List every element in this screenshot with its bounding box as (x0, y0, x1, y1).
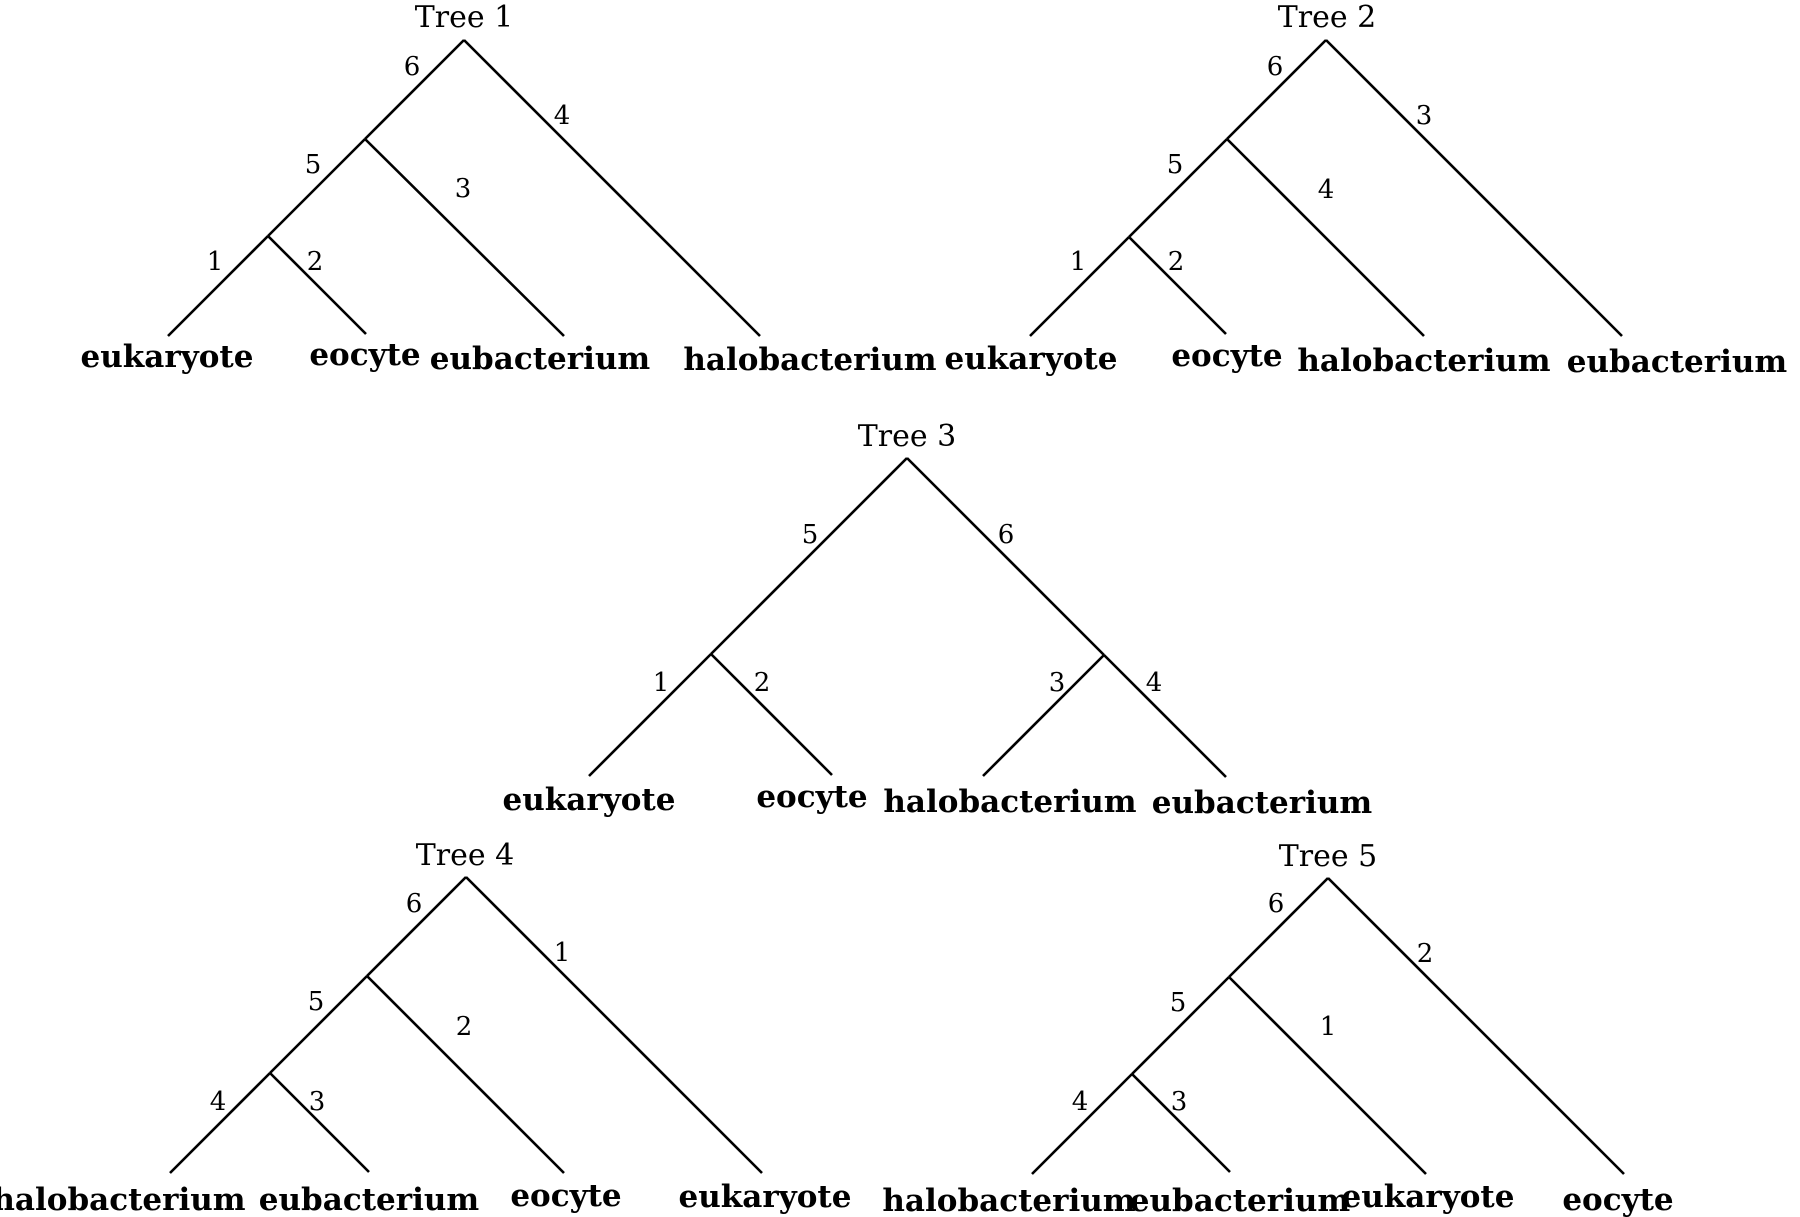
tree-5-leaf: halobacterium (882, 1183, 1135, 1217)
tree-2-branch-label: 3 (1416, 101, 1433, 131)
tree-1-edge-root-left (364, 39, 465, 140)
tree-3-branch-label: 3 (1049, 668, 1066, 698)
tree-4-branch-label: 1 (554, 938, 571, 968)
tree-1-branch-label: 2 (307, 247, 324, 277)
tree-1-branch-label: 6 (404, 52, 421, 82)
tree-1-leaf: eukaryote (81, 339, 254, 375)
tree-2: Tree 2 6 3 5 4 1 2 eukaryote eocyte halo… (945, 0, 1788, 380)
tree-4: Tree 4 6 1 5 2 4 3 halobacterium eubacte… (0, 838, 851, 1217)
tree-4-leaf: eukaryote (679, 1179, 852, 1215)
tree-5-edge-cherry-right (1131, 1073, 1231, 1173)
tree-4-edge-root-right (465, 876, 763, 1174)
tree-3-branch-label: 2 (754, 668, 771, 698)
tree-3-edge-left-cherry-right (710, 653, 833, 776)
tree-5-edge-root-left (1228, 877, 1329, 978)
tree-5-branch-label: 4 (1072, 1087, 1089, 1117)
tree-2-branch-label: 5 (1167, 150, 1184, 180)
tree-2-leaf: halobacterium (1297, 343, 1550, 379)
tree-4-branch-label: 6 (406, 889, 423, 919)
tree-2-title: Tree 2 (1278, 0, 1376, 35)
tree-5-edge-inner-right (1228, 976, 1427, 1175)
tree-1-edge-cherry-right (267, 235, 367, 335)
tree-3-title: Tree 3 (858, 419, 956, 454)
tree-2-branch-label: 4 (1318, 175, 1335, 205)
tree-2-edge-cherry-left (1029, 236, 1130, 337)
tree-2-branch-label: 1 (1070, 247, 1087, 277)
tree-2-leaf: eukaryote (945, 341, 1118, 377)
tree-3-leaf: eocyte (756, 779, 867, 815)
tree-5-edge-cherry-left (1031, 1073, 1133, 1175)
tree-3-branch-label: 4 (1146, 668, 1163, 698)
tree-1-branch-label: 5 (305, 150, 322, 180)
tree-3-leaf: eubacterium (1152, 785, 1373, 821)
tree-3-branch-label: 6 (998, 520, 1015, 550)
tree-5-branch-label: 3 (1171, 1087, 1188, 1117)
tree-3-leaf: eukaryote (503, 782, 676, 818)
tree-3-edge-root-right (906, 457, 1105, 656)
tree-4-edge-inner-left (269, 975, 368, 1074)
tree-3-edge-root-left (710, 457, 908, 655)
tree-3-branch-label: 1 (653, 668, 670, 698)
tree-1-leaf: halobacterium (683, 342, 936, 378)
tree-2-edge-cherry-right (1128, 236, 1227, 335)
tree-1-edge-root-right (463, 39, 761, 337)
tree-4-leaf: eocyte (510, 1178, 621, 1214)
tree-1-leaf: eocyte (309, 337, 420, 373)
tree-5-leaf: eukaryote (1342, 1179, 1515, 1215)
tree-2-leaf: eubacterium (1567, 344, 1788, 380)
tree-2-leaf: eocyte (1171, 338, 1282, 374)
tree-1-leaf: eubacterium (430, 341, 651, 377)
tree-4-edge-inner-right (366, 975, 565, 1174)
tree-5-leaf: eubacterium (1130, 1183, 1351, 1217)
tree-5-leaf: eocyte (1562, 1182, 1673, 1217)
tree-1-edge-cherry-left (167, 235, 269, 337)
tree-2-branch-label: 6 (1267, 52, 1284, 82)
tree-1-edge-inner-right (364, 138, 565, 337)
tree-3: Tree 3 5 6 1 2 3 4 eukaryote eocyte halo… (503, 419, 1373, 821)
tree-4-branch-label: 5 (308, 987, 325, 1017)
tree-4-title: Tree 4 (416, 838, 514, 873)
tree-3-edge-right-cherry-left (982, 654, 1105, 777)
tree-3-branch-label: 5 (802, 520, 819, 550)
tree-2-edge-root-left (1226, 39, 1327, 140)
tree-4-branch-label: 4 (210, 1087, 227, 1117)
tree-4-leaf: halobacterium (0, 1182, 246, 1217)
tree-1-branch-label: 1 (207, 247, 224, 277)
tree-5-title: Tree 5 (1279, 839, 1377, 874)
tree-1-title: Tree 1 (415, 0, 513, 35)
tree-3-leaf: halobacterium (883, 784, 1136, 820)
tree-5-branch-label: 2 (1417, 939, 1434, 969)
tree-5-branch-label: 1 (1320, 1012, 1337, 1042)
tree-4-edge-cherry-right (269, 1072, 370, 1173)
tree-1-branch-label: 3 (455, 174, 472, 204)
tree-4-branch-label: 3 (309, 1087, 326, 1117)
tree-2-edge-inner-left (1128, 138, 1228, 238)
tree-3-edge-left-cherry-left (588, 653, 712, 777)
tree-2-edge-root-right (1325, 39, 1623, 337)
tree-3-edge-right-cherry-right (1103, 654, 1227, 778)
tree-1: Tree 1 6 4 5 3 1 2 eukaryote eocyte euba… (81, 0, 937, 378)
tree-4-branch-label: 2 (456, 1012, 473, 1042)
tree-5-edge-root-right (1327, 877, 1625, 1175)
tree-2-edge-inner-right (1226, 138, 1425, 337)
tree-5-branch-label: 6 (1268, 889, 1285, 919)
tree-5-edge-inner-left (1131, 976, 1230, 1075)
tree-5-branch-label: 5 (1170, 988, 1187, 1018)
tree-5: Tree 5 6 2 5 1 4 3 halobacterium eubacte… (882, 839, 1673, 1217)
tree-1-branch-label: 4 (554, 101, 571, 131)
tree-4-edge-cherry-left (169, 1072, 271, 1174)
tree-4-leaf: eubacterium (259, 1182, 480, 1217)
tree-2-branch-label: 2 (1168, 247, 1185, 277)
tree-4-edge-root-left (366, 876, 467, 977)
tree-1-edge-inner-left (267, 138, 366, 237)
